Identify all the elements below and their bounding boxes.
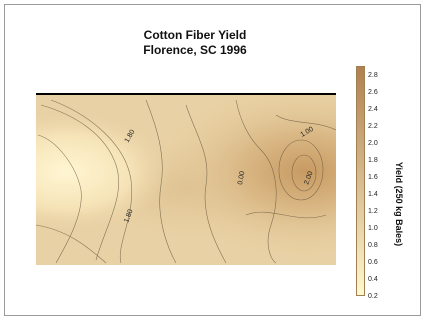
chart-title: Cotton Fiber Yield Florence, SC 1996 xyxy=(100,28,290,58)
contour-line xyxy=(235,99,277,264)
contour-label: 1.80 xyxy=(123,208,134,223)
colorbar-tick-label: 1.6 xyxy=(368,173,378,181)
colorbar-tick-label: 0.2 xyxy=(368,293,378,300)
colorbar xyxy=(356,66,365,296)
contour-lines xyxy=(35,99,337,264)
contour-line xyxy=(35,224,107,264)
contour-line xyxy=(50,99,133,264)
colorbar-tick-label: 0.4 xyxy=(368,275,378,283)
contour-line xyxy=(291,154,317,192)
colorbar-tick-label: 1.2 xyxy=(368,207,378,215)
colorbar-tick-label: 2.2 xyxy=(368,122,378,130)
contour-line xyxy=(145,99,177,264)
colorbar-tick-label: 2.8 xyxy=(368,71,378,79)
colorbar-tick-label: 0.6 xyxy=(368,258,378,266)
colorbar-tick-label: 1.8 xyxy=(368,156,378,164)
contour-label: 2.00 xyxy=(303,170,314,185)
colorbar-tick-label: 2.6 xyxy=(368,88,378,96)
contour-line xyxy=(185,104,227,264)
title-line-2: Florence, SC 1996 xyxy=(143,43,247,57)
colorbar-tick-label: 2.0 xyxy=(368,139,378,147)
colorbar-label: Yield (250 kg Bales) xyxy=(394,161,404,247)
title-line-1: Cotton Fiber Yield xyxy=(143,28,247,42)
colorbar-tick-label: 0.8 xyxy=(368,241,378,249)
colorbar-tick-label: 2.4 xyxy=(368,105,378,113)
colorbar-tick-label: 1.0 xyxy=(368,224,378,232)
contour-line xyxy=(37,134,82,264)
contour-line xyxy=(278,139,324,201)
heatmap-low-region xyxy=(36,95,336,265)
contour-label: 0.00 xyxy=(237,171,246,186)
contour-line xyxy=(40,104,120,261)
heatmap-svg: 1.80 1.80 0.00 1.00 2.00 xyxy=(35,95,337,265)
contour-line xyxy=(245,211,327,219)
heatmap-plot: 1.80 1.80 0.00 1.00 2.00 xyxy=(35,93,337,265)
contour-line xyxy=(275,114,337,131)
colorbar-tick-label: 1.4 xyxy=(368,190,378,198)
